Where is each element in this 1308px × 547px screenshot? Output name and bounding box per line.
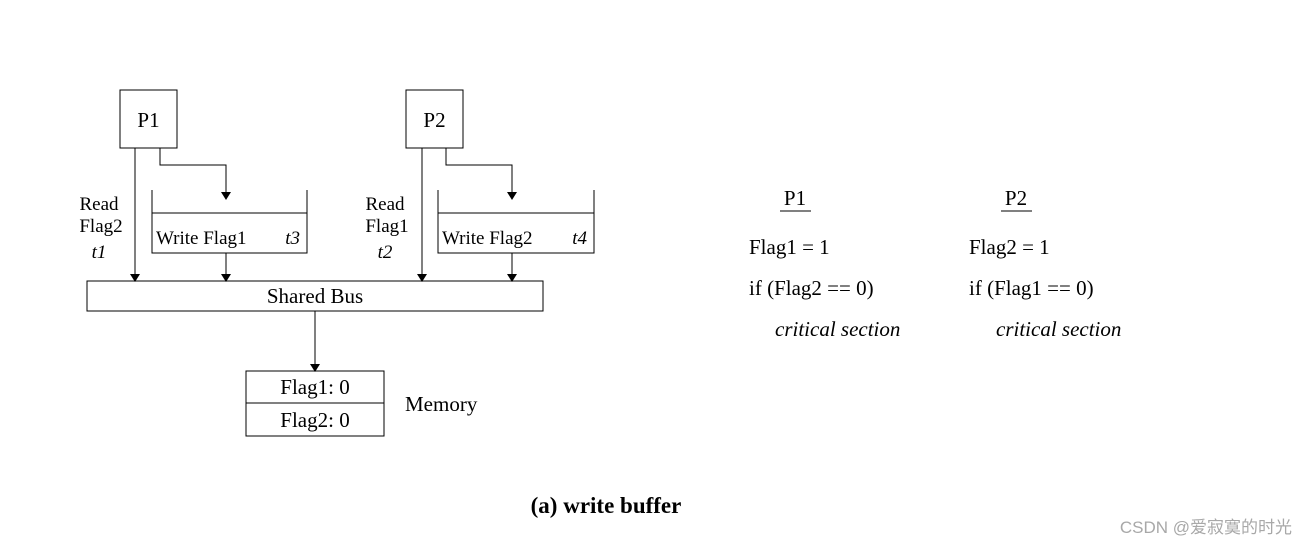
write-buffer-p1: Write Flag1 t3 [151,190,308,254]
p2-read-time: t2 [378,242,393,263]
code-block-p2: P2 Flag2 = 1 if (Flag1 == 0) critical se… [969,186,1121,341]
code-p1-line3: critical section [775,317,900,341]
code-p2-line2: if (Flag1 == 0) [969,276,1094,300]
code-block-p1: P1 Flag1 = 1 if (Flag2 == 0) critical se… [749,186,900,341]
p1-read-line1: Read [79,194,119,215]
processor-p2-label: P2 [423,108,445,132]
write-buffer-p2-time: t4 [572,228,587,249]
p1-read-time: t1 [92,242,107,263]
memory-row-flag1: Flag1: 0 [280,375,349,399]
p1-write-arrow [159,148,231,200]
code-p1-header: P1 [784,186,806,210]
write-buffer-p2-label: Write Flag2 [442,228,533,249]
code-p1-line2: if (Flag2 == 0) [749,276,874,300]
write-buffer-p1-time: t3 [285,228,300,249]
code-p1-line1: Flag1 = 1 [749,235,830,259]
watermark: CSDN @爱寂寞的时光 [1120,518,1292,537]
processor-p1: P1 [119,89,178,149]
p1-read-label: Read Flag2 t1 [79,194,122,263]
p2-read-line1: Read [365,194,405,215]
p2-read-line2: Flag1 [365,216,408,237]
code-p2-header: P2 [1005,186,1027,210]
memory-label: Memory [405,392,478,416]
figure-caption: (a) write buffer [531,493,682,518]
write-buffer-p2: Write Flag2 t4 [437,190,595,254]
shared-bus: Shared Bus [86,280,544,312]
memory-row-flag2: Flag2: 0 [280,408,349,432]
p1-read-line2: Flag2 [79,216,122,237]
processor-p1-label: P1 [137,108,159,132]
code-p2-line3: critical section [996,317,1121,341]
p2-write-arrow [445,148,517,200]
p2-read-label: Read Flag1 t2 [365,194,408,263]
memory-block: Flag1: 0 Flag2: 0 [245,370,385,437]
processor-p2: P2 [405,89,464,149]
shared-bus-label: Shared Bus [267,284,363,308]
write-buffer-p1-label: Write Flag1 [156,228,247,249]
code-p2-line1: Flag2 = 1 [969,235,1050,259]
